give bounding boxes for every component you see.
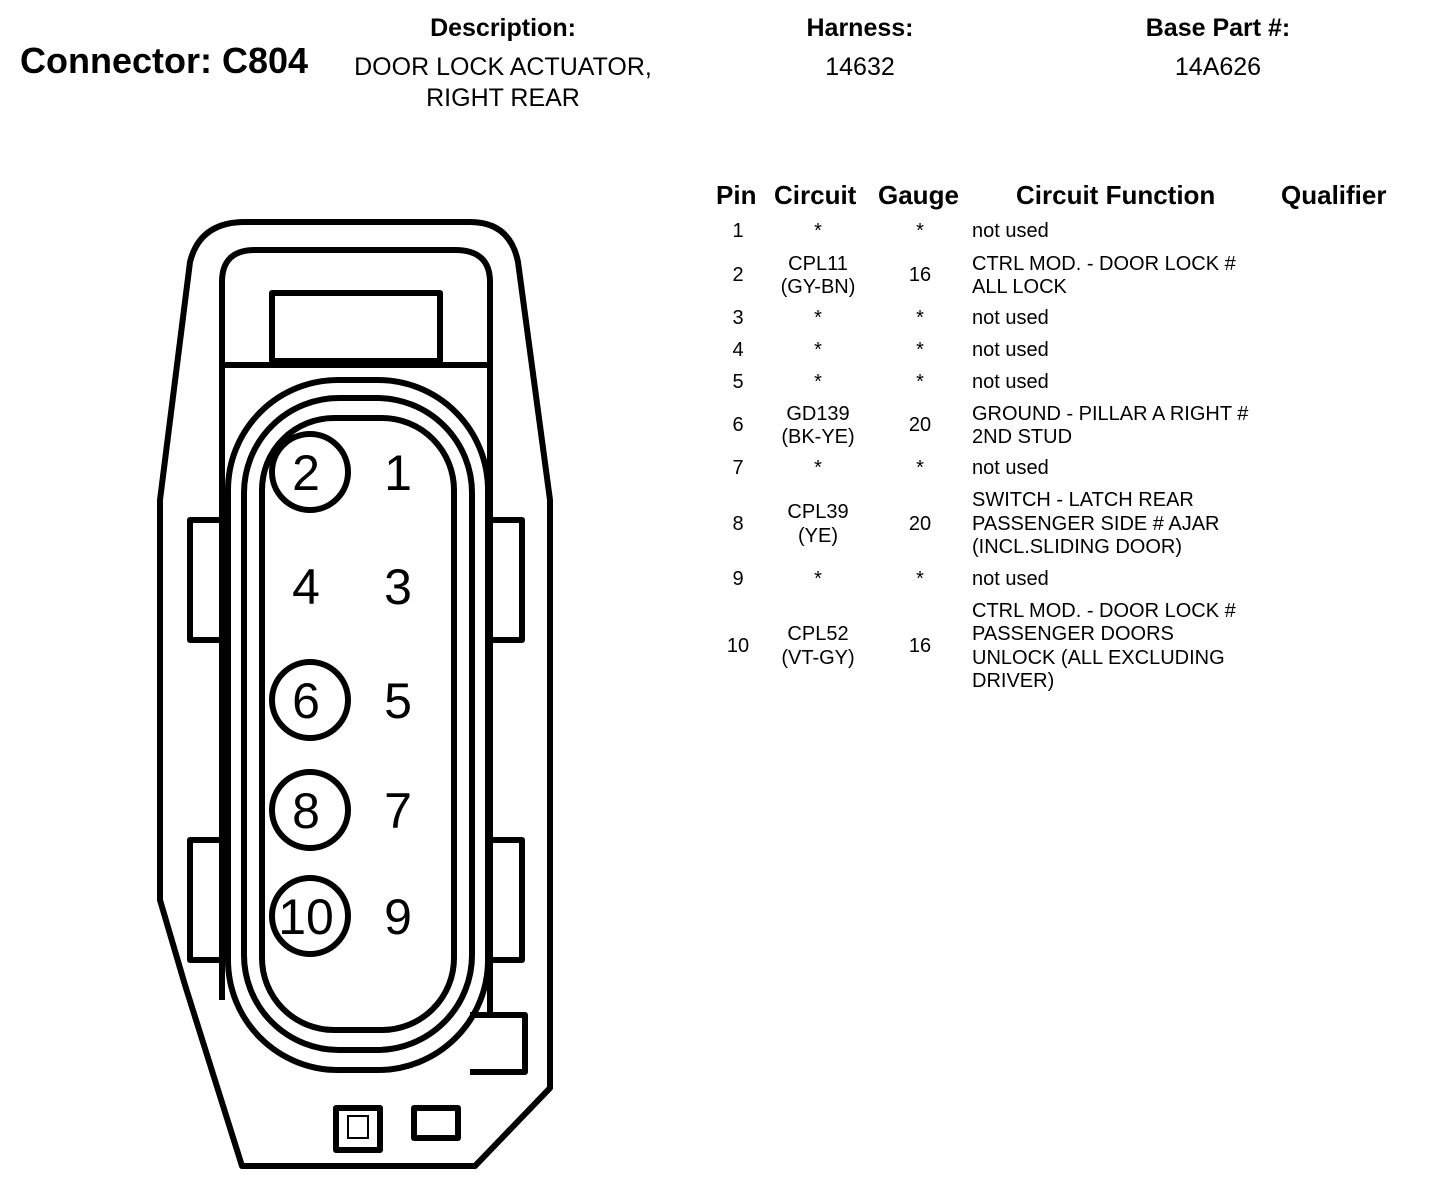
bottom-notch — [470, 1012, 528, 1075]
pin-label-10: 10 — [278, 889, 334, 945]
pin-cell: 2 — [732, 264, 744, 287]
column-header-circuit: Circuit — [774, 180, 857, 210]
middle-seal-ring — [241, 395, 475, 1053]
outer-seal-ring — [225, 377, 491, 1073]
table-row: 7 * * not used — [700, 457, 1420, 481]
column-header-gauge: Gauge — [878, 180, 959, 210]
pin-cell: 8 — [732, 512, 744, 535]
table-row: 10 CPL52 (VT-GY) 16 CTRL MOD. - DOOR LOC… — [700, 599, 1420, 694]
function-cell: SWITCH - LATCH REAR PASSENGER SIDE # AJA… — [972, 489, 1220, 559]
pin-2-ring — [269, 431, 351, 513]
column-header-qualifier: Qualifier — [1281, 180, 1387, 210]
function-cell: not used — [972, 220, 1049, 243]
pin-label-9: 9 — [384, 889, 412, 945]
gauge-cell: * — [916, 457, 924, 480]
gauge-cell: 16 — [908, 264, 932, 287]
polarizing-key-left — [333, 1105, 383, 1153]
circuit-cell: * — [814, 457, 822, 480]
base-part-value: 14A626 — [1174, 53, 1262, 81]
circuit-cell: * — [814, 339, 822, 362]
description-label: Description: — [430, 14, 576, 42]
description-value: DOOR LOCK ACTUATOR, RIGHT REAR — [354, 53, 652, 112]
pin-10-ring — [269, 875, 351, 957]
pin-label-3: 3 — [384, 559, 412, 615]
column-header-circuit-function: Circuit Function — [1016, 180, 1216, 210]
pin-label-1: 1 — [384, 445, 412, 501]
connector-title: Connector: C804 — [20, 40, 309, 81]
table-row: 2 CPL11 (GY-BN) 16 CTRL MOD. - DOOR LOCK… — [700, 252, 1420, 300]
pin-cell: 10 — [726, 634, 750, 657]
table-row: 8 CPL39 (YE) 20 SWITCH - LATCH REAR PASS… — [700, 489, 1420, 560]
circuit-cell: GD139 (BK-YE) — [781, 402, 855, 449]
latch-window — [269, 290, 443, 364]
function-cell: not used — [972, 307, 1049, 330]
connector-outer-housing — [157, 219, 553, 1169]
circuit-cell: CPL39 (YE) — [787, 501, 849, 547]
table-row: 5 * * not used — [700, 371, 1420, 395]
function-cell: not used — [972, 339, 1049, 362]
function-cell: CTRL MOD. - DOOR LOCK # PASSENGER DOORS … — [972, 599, 1236, 693]
pin-cell: 3 — [732, 307, 744, 330]
latch-frame — [219, 247, 493, 365]
left-lock-tab-upper — [187, 517, 222, 643]
circuit-cell: * — [814, 220, 822, 243]
table-row: 3 * * not used — [700, 307, 1420, 331]
harness-label: Harness: — [806, 14, 914, 42]
gauge-cell: 20 — [908, 512, 932, 535]
pin-label-2: 2 — [292, 445, 320, 501]
circuit-cell: CPL11 (GY-BN) — [780, 252, 856, 299]
connector-face-diagram: 2 1 4 3 6 5 8 7 10 9 — [157, 219, 553, 1169]
circuit-cell: * — [814, 307, 822, 330]
table-row: 1 * * not used — [700, 220, 1420, 244]
polarizing-key-left-fill — [347, 1115, 369, 1139]
base-part-label: Base Part #: — [1145, 14, 1291, 42]
table-row: 6 GD139 (BK-YE) 20 GROUND - PILLAR A RIG… — [700, 402, 1420, 450]
gauge-cell: * — [916, 339, 924, 362]
harness-value: 14632 — [825, 53, 895, 81]
pin-cell: 1 — [732, 220, 744, 243]
pin-cell: 9 — [732, 568, 744, 591]
pin-label-7: 7 — [384, 783, 412, 839]
right-lock-tab-upper — [490, 517, 525, 643]
column-header-pin: Pin — [716, 180, 757, 210]
pin-6-ring — [269, 659, 351, 741]
circuit-cell: * — [814, 371, 822, 394]
pin-cell: 5 — [732, 371, 744, 394]
gauge-cell: * — [916, 568, 924, 591]
pin-label-4: 4 — [292, 559, 320, 615]
polarizing-key-right — [411, 1105, 461, 1141]
gauge-cell: * — [916, 307, 924, 330]
gauge-cell: 20 — [908, 414, 932, 437]
table-row: 4 * * not used — [700, 339, 1420, 363]
gauge-cell: 16 — [908, 634, 932, 657]
function-cell: CTRL MOD. - DOOR LOCK # ALL LOCK — [972, 252, 1236, 299]
right-lock-tab-lower — [490, 837, 525, 963]
function-cell: GROUND - PILLAR A RIGHT # 2ND STUD — [972, 402, 1249, 449]
circuit-cell: * — [814, 568, 822, 591]
pin-cell: 4 — [732, 339, 744, 362]
pin-cavity-outline — [259, 415, 457, 1033]
left-lock-tab-lower — [187, 837, 222, 963]
function-cell: not used — [972, 457, 1049, 480]
pin-cell: 7 — [732, 457, 744, 480]
table-row: 9 * * not used — [700, 568, 1420, 592]
circuit-cell: CPL52 (VT-GY) — [781, 623, 855, 669]
gauge-cell: * — [916, 371, 924, 394]
pin-cell: 6 — [732, 414, 744, 437]
pin-label-5: 5 — [384, 673, 412, 729]
pin-label-8: 8 — [292, 783, 320, 839]
pin-label-6: 6 — [292, 673, 320, 729]
pin-8-ring — [269, 769, 351, 851]
gauge-cell: * — [916, 220, 924, 243]
function-cell: not used — [972, 371, 1049, 394]
function-cell: not used — [972, 568, 1049, 591]
